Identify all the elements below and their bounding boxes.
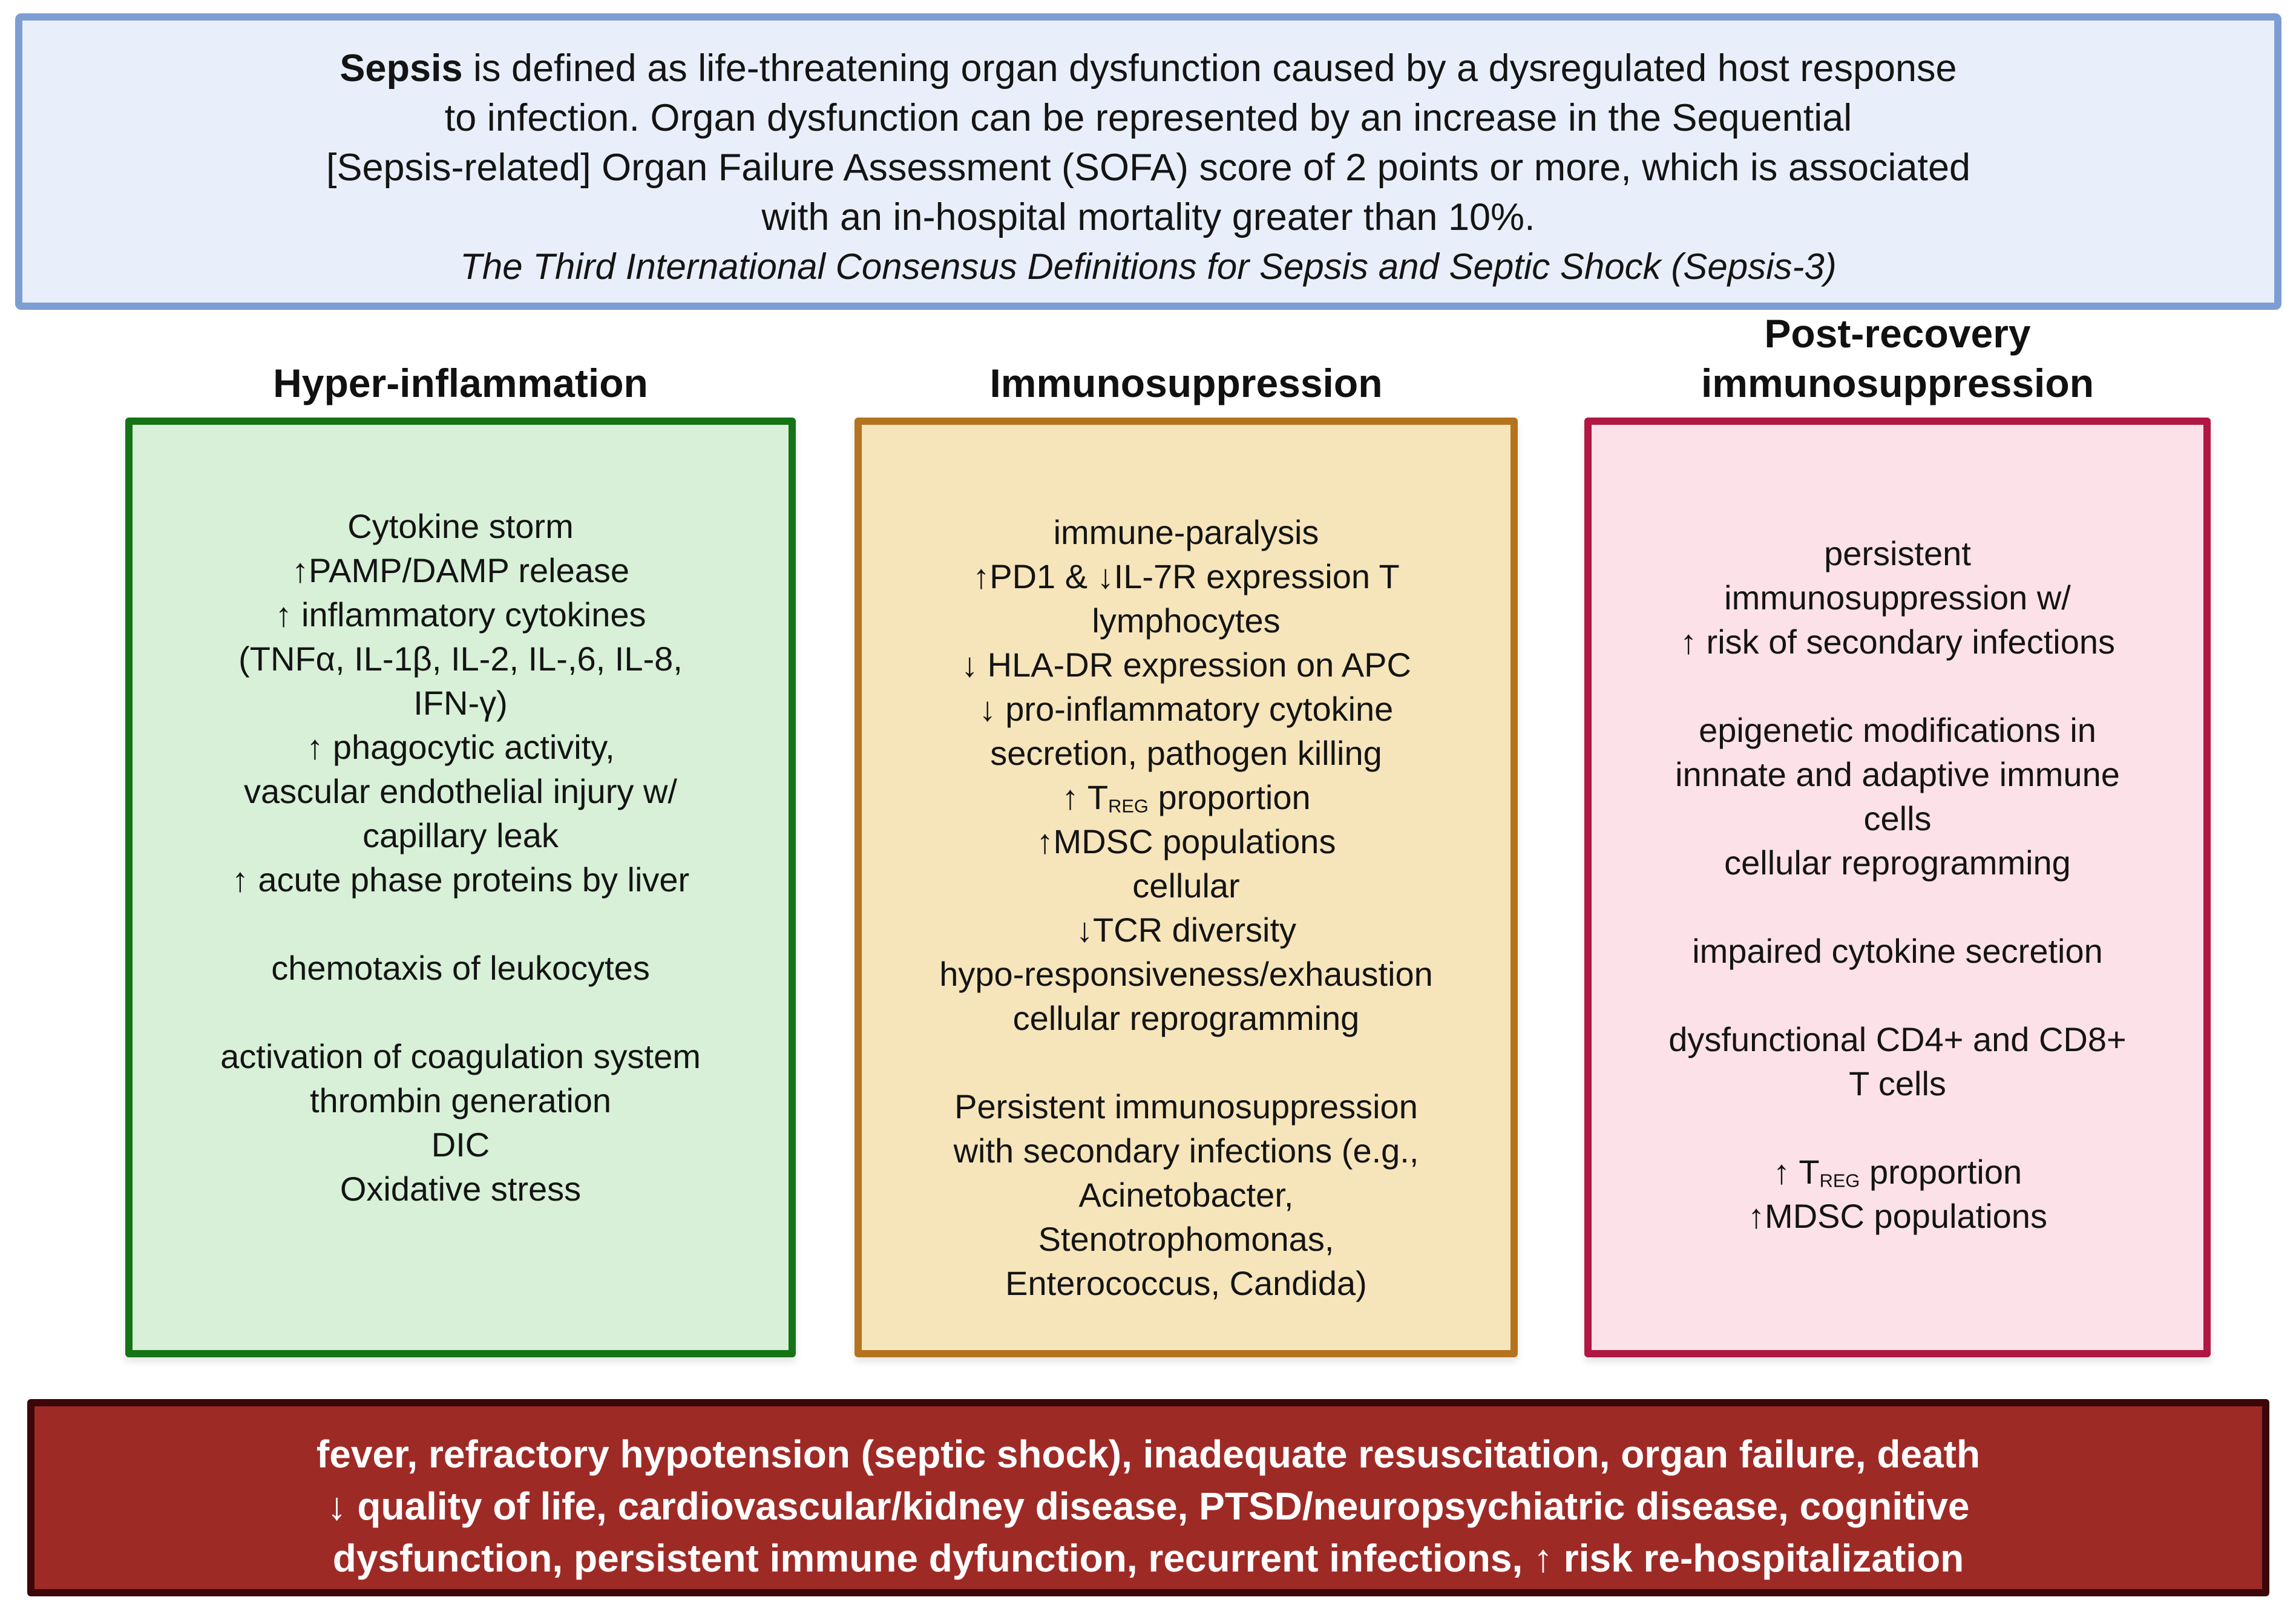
text-line: ↓ quality of life, cardiovascular/kidney… bbox=[327, 1484, 1970, 1528]
text-line: vascular endothelial injury w/ bbox=[244, 772, 677, 810]
text-line: cellular bbox=[1132, 867, 1240, 905]
column-box-post-recovery-immunosuppression: persistent immunosuppression w/ ↑ risk of … bbox=[1584, 418, 2211, 1357]
text-line: ↑ acute phase proteins by liver bbox=[231, 861, 690, 899]
text-line: Sepsis is defined as life-threatening or… bbox=[339, 47, 1957, 90]
text-line: fever, refractory hypotension (septic sh… bbox=[316, 1432, 1981, 1476]
text-line: ↑MDSC populations bbox=[1748, 1197, 2047, 1235]
text-line: ↑PD1 & ↓IL-7R expression T bbox=[973, 557, 1400, 595]
text-line: cellular reprogramming bbox=[1012, 999, 1360, 1037]
text-line: cellular reprogramming bbox=[1724, 844, 2071, 882]
text-line: capillary leak bbox=[362, 816, 559, 854]
text-line: dysfunctional CD4+ and CD8+ bbox=[1668, 1020, 2127, 1058]
definition-box: Sepsis is defined as life-threatening or… bbox=[15, 13, 2281, 310]
text-line: secretion, pathogen killing bbox=[990, 734, 1382, 772]
text-line: Stenotrophomonas, bbox=[1038, 1220, 1334, 1258]
text-line: [Sepsis-related] Organ Failure Assessmen… bbox=[326, 146, 1971, 189]
text-line: cells bbox=[1863, 799, 1932, 838]
text-line: immune-paralysis bbox=[1053, 513, 1319, 551]
text-line: with secondary infections (e.g., bbox=[953, 1132, 1419, 1170]
column-header-immunosuppression: Immunosuppression bbox=[854, 358, 1518, 408]
column-box-immunosuppression: immune-paralysis ↑PD1 & ↓IL-7R expression… bbox=[854, 418, 1518, 1357]
text-line: ↑ TREG proportion bbox=[1061, 778, 1311, 817]
text-line: ↑ risk of secondary infections bbox=[1680, 623, 2115, 661]
text-line: thrombin generation bbox=[309, 1081, 612, 1119]
text-line: ↓ pro-inflammatory cytokine bbox=[979, 690, 1394, 728]
text-line bbox=[1592, 885, 2203, 929]
column-header-hyper-inflammation: Hyper-inflammation bbox=[125, 358, 796, 408]
text-line: Acinetobacter, bbox=[1078, 1176, 1294, 1214]
text-line: chemotaxis of leukocytes bbox=[271, 949, 650, 987]
text-line bbox=[1592, 1106, 2203, 1150]
text-line bbox=[862, 1040, 1510, 1084]
text-line: Hyper-inflammation bbox=[273, 361, 648, 405]
text-line: dysfunction, persistent immune dyfunctio… bbox=[332, 1536, 1964, 1580]
text-line: immunosuppression w/ bbox=[1724, 579, 2071, 617]
definition-text: Sepsis is defined as life-threatening or… bbox=[22, 44, 2274, 242]
text-line bbox=[133, 902, 789, 946]
text-line: epigenetic modifications in bbox=[1699, 711, 2096, 749]
column-box-hyper-inflammation: Cytokine storm ↑PAMP/DAMP release ↑ inflam… bbox=[125, 418, 796, 1357]
text-line bbox=[1592, 664, 2203, 708]
outcomes-box: fever, refractory hypotension (septic sh… bbox=[27, 1399, 2269, 1596]
text-line: Post-recovery bbox=[1764, 311, 2031, 356]
text-line: Enterococcus, Candida) bbox=[1005, 1264, 1367, 1302]
text-line: ↑ inflammatory cytokines bbox=[275, 595, 646, 634]
outcomes-text: fever, refractory hypotension (septic sh… bbox=[34, 1428, 2262, 1584]
text-line: activation of coagulation system bbox=[220, 1037, 701, 1075]
text-line: DIC bbox=[431, 1126, 490, 1164]
text-line bbox=[1592, 973, 2203, 1017]
text-line: with an in-hospital mortality greater th… bbox=[761, 196, 1535, 238]
text-line: impaired cytokine secretion bbox=[1692, 932, 2103, 970]
text-line: ↑ phagocytic activity, bbox=[306, 728, 615, 766]
text-line: immunosuppression bbox=[1701, 361, 2094, 405]
text-line: T cells bbox=[1849, 1064, 1946, 1103]
citation-text: The Third International Consensus Defini… bbox=[460, 246, 1837, 287]
text-line: Cytokine storm bbox=[347, 507, 574, 545]
text-line: Persistent immunosuppression bbox=[954, 1087, 1418, 1126]
text-line: (TNFα, IL-1β, IL-2, IL-,6, IL-8, bbox=[238, 640, 683, 678]
text-line: lymphocytes bbox=[1092, 602, 1281, 640]
text-line: to infection. Organ dysfunction can be r… bbox=[444, 97, 1852, 139]
text-line: ↑MDSC populations bbox=[1036, 822, 1336, 861]
text-line bbox=[133, 990, 789, 1034]
text-line: hypo-responsiveness/exhaustion bbox=[939, 955, 1433, 993]
text-line: persistent bbox=[1824, 534, 1971, 572]
text-line: IFN-γ) bbox=[413, 684, 508, 722]
column-header-post-recovery-immunosuppression: Post-recovery immunosuppression bbox=[1584, 309, 2211, 408]
text-line: Oxidative stress bbox=[339, 1170, 582, 1208]
text-line: ↓TCR diversity bbox=[1075, 911, 1297, 949]
text-line: Immunosuppression bbox=[989, 361, 1383, 405]
text-line: ↑ TREG proportion bbox=[1773, 1153, 2022, 1192]
text-line: ↑PAMP/DAMP release bbox=[291, 551, 630, 589]
text-line: ↓ HLA-DR expression on APC bbox=[961, 646, 1411, 684]
text-line: innnate and adaptive immune bbox=[1675, 755, 2120, 793]
